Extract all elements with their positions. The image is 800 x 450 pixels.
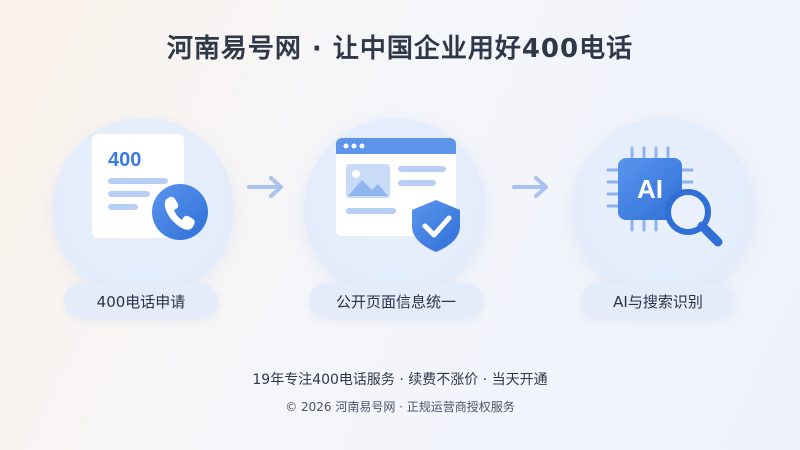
tagline: 19年专注400电话服务 · 续费不涨价 · 当天开通 [252,372,548,388]
step-2-circle [304,118,486,300]
page-title: 河南易号网 · 让中国企业用好400电话 [166,34,634,64]
step-3-circle: AI [572,118,754,300]
phone-application-icon: 400 [92,134,208,240]
webpage-verified-icon [336,138,460,252]
card-400-text: 400 [108,149,141,171]
arrow-right-icon-2 [512,176,548,198]
step-3-label: AI与搜索识别 [581,283,735,319]
ai-search-icon: AI [606,146,723,247]
copyright: © 2026 河南易号网 · 正规运营商授权服务 [285,400,515,414]
step-1-label: 400电话申请 [64,283,218,319]
step-1-circle: 400 [52,118,234,300]
chip-ai-text: AI [637,174,663,204]
arrow-right-icon-1 [247,176,283,198]
step-2-label: 公开页面信息统一 [309,283,483,319]
